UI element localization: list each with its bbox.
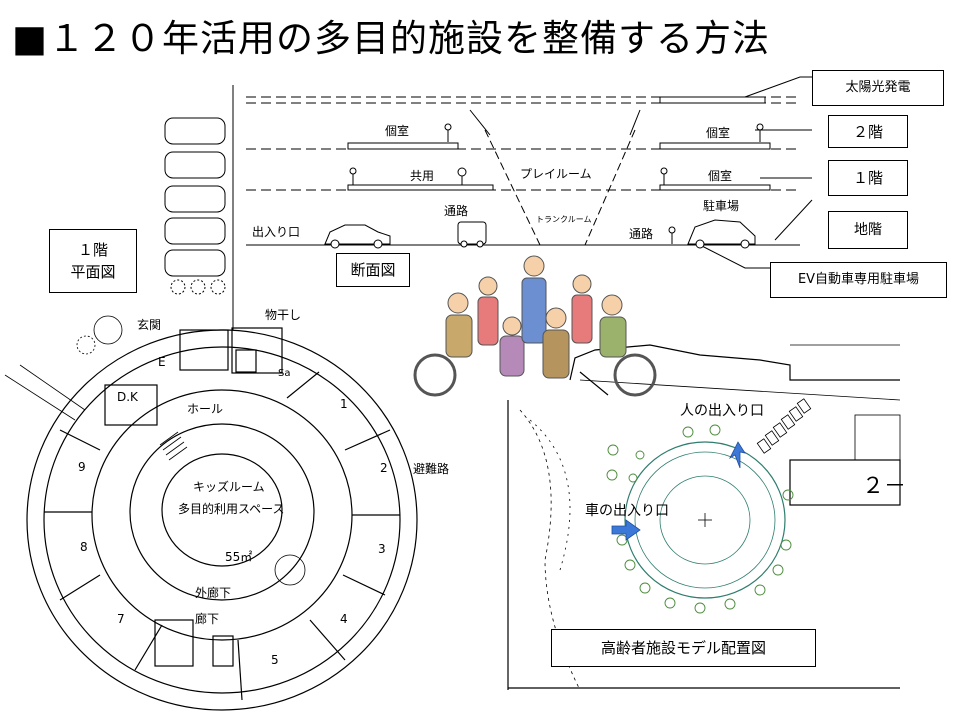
label-passage-left: 通路 xyxy=(444,204,469,218)
elderly-people-illustration xyxy=(413,255,657,397)
legend-1f: １階 xyxy=(828,160,908,196)
unit-number: 2 xyxy=(380,461,388,475)
unit-number: 7 xyxy=(117,612,125,626)
label-outer-corridor: 外廊下 xyxy=(195,586,232,600)
section-diagram-title: 断面図 xyxy=(336,253,410,287)
label-monohoshi: 物干し xyxy=(265,308,302,322)
label-e: E xyxy=(158,355,166,369)
parking-lot xyxy=(164,85,234,330)
section-diagram xyxy=(246,76,813,269)
legend-2f: ２階 xyxy=(828,115,908,148)
label-car-entrance: 車の出入り口 xyxy=(585,503,669,519)
label-room-right-1f: 個室 xyxy=(708,169,733,183)
legend-solar: 太陽光発電 xyxy=(812,70,944,106)
unit-number: 9 xyxy=(78,460,86,474)
label-passage-right: 通路 xyxy=(629,227,654,241)
label-sa: Sa xyxy=(278,368,291,379)
label-shared: 共用 xyxy=(410,169,435,183)
label-kids-room: キッズルーム xyxy=(193,480,265,494)
label-multi-space: 多目的利用スペース xyxy=(178,502,285,516)
label-dk: D.K xyxy=(117,390,138,404)
label-hall: ホール xyxy=(187,402,224,416)
label-playroom: プレイルーム xyxy=(520,167,592,181)
car-icon xyxy=(687,219,756,249)
car-icon xyxy=(324,224,391,249)
arrow-up-icon xyxy=(729,441,746,469)
person-icon xyxy=(349,123,764,244)
label-parking: 駐車場 xyxy=(703,199,740,213)
label-people-entrance: 人の出入り口 xyxy=(680,403,764,419)
floor-plan xyxy=(4,315,418,711)
label-block: ２－ xyxy=(862,474,907,499)
label-corridor: 廊下 xyxy=(195,612,220,626)
label-entrance: 出入り口 xyxy=(252,225,301,239)
label-evacuation-route: 避難路 xyxy=(413,462,450,476)
unit-number: 8 xyxy=(80,540,88,554)
arrow-right-icon xyxy=(611,519,641,541)
label-area: 55㎡ xyxy=(225,550,253,564)
unit-number: 5 xyxy=(271,653,279,667)
label-room-right-2f: 個室 xyxy=(706,126,731,140)
legend-basement: 地階 xyxy=(828,211,908,249)
floorplan-title: １階 平面図 xyxy=(49,229,137,293)
site-plan xyxy=(507,344,901,691)
floorplan-title-line2: 平面図 xyxy=(70,263,116,281)
car-icon xyxy=(457,221,487,248)
unit-number: 3 xyxy=(378,542,386,556)
label-genkan: 玄関 xyxy=(137,318,162,332)
siteplan-title: 高齢者施設モデル配置図 xyxy=(551,629,816,667)
label-trunk-room: トランクルーム xyxy=(536,215,592,224)
unit-number: 1 xyxy=(340,397,348,411)
legend-ev-parking: EV自動車専用駐車場 xyxy=(770,262,947,298)
floorplan-title-line1: １階 xyxy=(77,241,108,259)
unit-number: 4 xyxy=(340,612,348,626)
label-room-left-2f: 個室 xyxy=(385,124,410,138)
page-title: ■１２０年活用の多目的施設を整備する方法 xyxy=(12,17,770,60)
